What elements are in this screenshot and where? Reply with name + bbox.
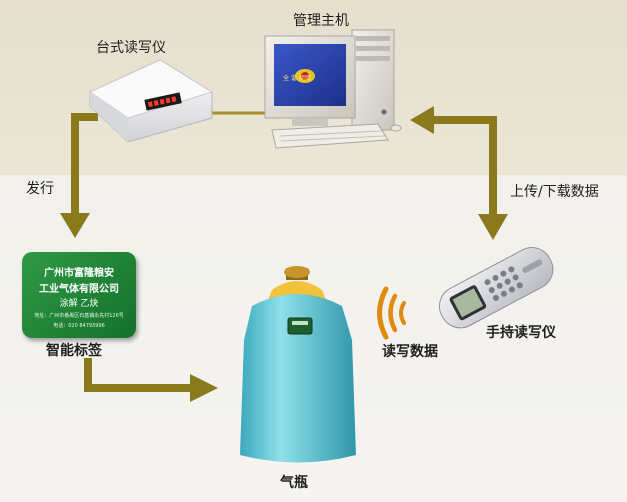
management-host-computer: 全 谐 胡璐	[264, 29, 402, 149]
card-company-line1: 广州市富隆粮安	[44, 268, 114, 279]
smart-tag-label: 智能标签	[46, 343, 102, 359]
desktop-reader-label: 台式读写仪	[96, 40, 166, 56]
smart-tag-card: 广州市富隆粮安 工业气体有限公司 涂解 乙炔 地址：广州市番禺区石基镇永先村12…	[22, 252, 136, 338]
tag-to-cylinder-arrow	[84, 358, 218, 402]
screen-text: 全 谐 胡璐	[283, 74, 311, 82]
card-address: 地址：广州市番禺区石基镇永先村126号	[34, 313, 124, 319]
gas-cylinder-label: 气瓶	[280, 475, 308, 491]
read-write-label: 读写数据	[382, 344, 438, 360]
handheld-reader-label: 手持读写仪	[486, 325, 556, 341]
card-phone: 电话：020 84793996	[53, 323, 105, 329]
desktop-reader-device	[88, 59, 214, 143]
wireless-signal-icon	[377, 286, 406, 340]
card-company-line2: 工业气体有限公司	[39, 284, 119, 295]
gas-cylinder-image	[240, 266, 356, 463]
upload-download-arrow	[410, 106, 508, 240]
management-host-label: 管理主机	[293, 13, 349, 29]
card-gas-type: 涂解 乙炔	[59, 299, 99, 309]
issue-arrow	[60, 113, 98, 238]
handheld-reader-device	[438, 247, 554, 329]
issue-label: 发行	[26, 181, 54, 197]
upload-download-label: 上传/下载数据	[510, 184, 599, 200]
